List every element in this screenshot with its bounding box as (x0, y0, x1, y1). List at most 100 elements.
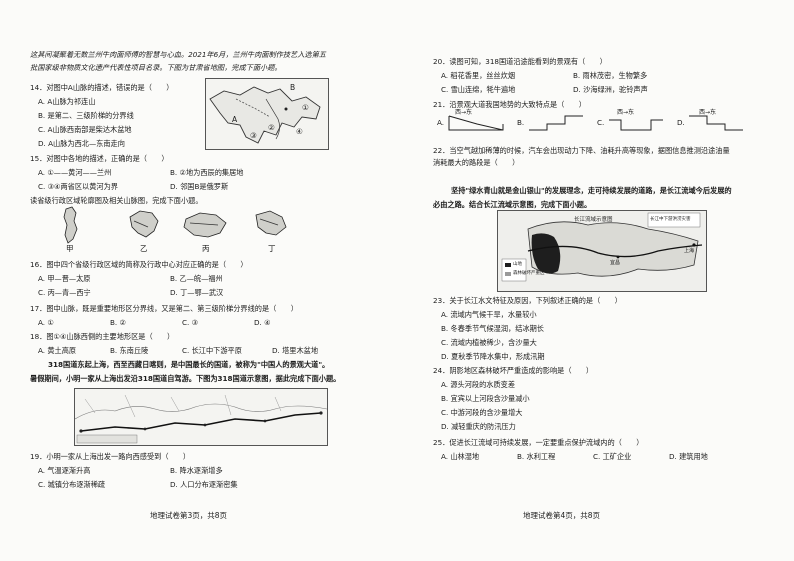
q15-option-c[interactable]: C. ③④两省区以黄河为界 (38, 182, 118, 191)
q21-option-b[interactable]: B. (517, 118, 525, 127)
q19-option-a[interactable]: A. 气温逐渐升高 (38, 466, 91, 475)
q25-option-b[interactable]: B. 水利工程 (517, 452, 556, 461)
page-3: 这其间凝聚着无数兰州牛肉面师傅的智慧与心血。2021年6月，兰州牛肉面制作技艺入… (30, 50, 341, 520)
q21-stem: 21．沿景观大道我国地势的大致特点是（ ） (433, 100, 586, 109)
q24-option-d[interactable]: D. 减轻重庆的防汛压力 (441, 422, 516, 431)
q20-option-a[interactable]: A. 稻花香里，丝丝炊烟 (441, 71, 516, 80)
q25-option-a[interactable]: A. 山林湿地 (441, 452, 480, 461)
province-shapes: 甲 乙 丙 丁 (60, 205, 300, 255)
q18-option-d[interactable]: D. 塔里木盆地 (272, 346, 319, 355)
q25-option-d[interactable]: D. 建筑用地 (669, 452, 708, 461)
q21-profile-a (448, 115, 504, 131)
q20-stem: 20．读图可知，318国道沿途能看到的景观有（ ） (433, 57, 607, 66)
q22-stem-2: 消耗最大的路段是（ ） (433, 158, 520, 167)
q18-stem: 18．图①④山脉西側的主要地形区是（ ） (30, 332, 175, 341)
shape-label-bing: 丙 (202, 244, 210, 253)
route318-intro-1: 318国道东起上海，西至西藏日喀则，是中国最长的国道，被称为"中国人的景观大道"… (48, 360, 330, 369)
basin-city-yichang: 宜昌 (610, 260, 621, 266)
q24-option-c[interactable]: C. 中游河段的含沙量增大 (441, 408, 523, 417)
q20-option-c[interactable]: C. 雪山连绵，牦牛遍地 (441, 85, 516, 94)
q17-stem: 17．图中山脉，既是重要地形区分界线，又是第二、第三级阶梯分界线的是（ ） (30, 304, 298, 313)
q21-arrow-d: 西→东 (699, 109, 717, 116)
q16-stem: 16．图中四个省级行政区域的简称及行政中心对应正确的是（ ） (30, 260, 248, 269)
q21-profile-b (529, 115, 583, 131)
q14-option-b[interactable]: B. 是第二、三级阶梯的分界线 (38, 111, 134, 120)
page-3-footer: 地理试卷第3页，共8页 (150, 511, 228, 520)
intro-line-1: 这其间凝聚着无数兰州牛肉面师傅的智慧与心血。2021年6月，兰州牛肉面制作技艺入… (30, 50, 326, 59)
q18-option-b[interactable]: B. 东南丘陵 (110, 346, 149, 355)
q19-option-d[interactable]: D. 人口分布逐渐密集 (170, 480, 238, 489)
q16-option-c[interactable]: C. 丙—青—西宁 (38, 288, 91, 297)
intro-line-2: 批国家级非物质文化遗产代表性项目名录。下图为甘肃省地图，完成下面小题。 (30, 63, 282, 72)
q24-option-b[interactable]: B. 宜宾以上河段含沙量减小 (441, 394, 530, 403)
q21-profile-c (609, 119, 663, 131)
q21-option-c[interactable]: C. (597, 118, 605, 127)
q15-option-b[interactable]: B. ②地为西辰的集居地 (170, 168, 244, 177)
map-label-4: ④ (296, 127, 303, 136)
q15-stem: 15．对图中各地的描述，正确的是（ ） (30, 154, 169, 163)
q25-option-c[interactable]: C. 工矿企业 (593, 452, 632, 461)
route318-intro-2: 暑假期间，小明一家从上海出发沿318国道自驾游。下图为318国道示意图，据此完成… (30, 374, 341, 383)
q15-option-d[interactable]: D. 邻国B是俄罗斯 (170, 182, 229, 191)
gansu-map-outline (209, 86, 321, 144)
q17-option-b[interactable]: B. ② (110, 318, 126, 327)
q16-option-b[interactable]: B. 乙—皖—福州 (170, 274, 223, 283)
q19-stem: 19．小明一家从上海出发一路向西感受到（ ） (30, 452, 191, 461)
yangtze-intro-2: 必由之路。结合长江流域示意图，完成下面小题。 (433, 200, 592, 209)
basin-map-title: 长江流域示意图 (574, 217, 613, 223)
q20-option-d[interactable]: D. 沙海绿洲，驼铃声声 (573, 85, 648, 94)
yangtze-basin-figure (501, 212, 703, 282)
q14-stem: 14．对图中A山脉的描述，错误的是（ ） (30, 83, 174, 92)
q24-stem: 24．阴影地区森林破坏严重造成的影响是（ ） (433, 366, 594, 375)
q21-profile-d (689, 115, 743, 131)
q21-arrow-a: 西→东 (455, 109, 473, 116)
q16-option-a[interactable]: A. 甲—晋—太原 (38, 274, 91, 283)
q16-option-d[interactable]: D. 丁—鄂—武汉 (170, 288, 224, 297)
q22-stem-1: 22．当空气越加稀薄的时候，汽车会出现动力下降、油耗升高等现象，据图信息推测沿途… (433, 146, 730, 155)
q23-option-a[interactable]: A. 流域内气候干旱，水量较小 (441, 310, 537, 319)
page-4: 20．读图可知，318国道沿途能看到的景观有（ ） A. 稻花香里，丝丝炊烟 B… (397, 0, 794, 561)
q17-option-c[interactable]: C. ③ (182, 318, 199, 327)
q17-option-d[interactable]: D. ④ (254, 318, 271, 327)
map-label-a: A (232, 115, 238, 124)
map-label-3: ③ (250, 131, 257, 140)
basin-legend-deforest: 森林破坏严重区 (513, 271, 545, 276)
map-label-1: ① (302, 103, 309, 112)
q19-option-c[interactable]: C. 城镇分布逐渐稀疏 (38, 480, 106, 489)
yangtze-basin-map: 长江流域示意图 山地 森林破坏严重区 长江中下游洪涝灾害 上海 宜昌 (497, 210, 707, 292)
q23-option-b[interactable]: B. 冬春季节气候湿润，结冰期长 (441, 324, 544, 333)
q21-option-d[interactable]: D. (677, 118, 685, 127)
q18-option-a[interactable]: A. 黄土高原 (38, 346, 77, 355)
q14-option-d[interactable]: D. A山脉为西北—东南走向 (38, 139, 125, 148)
q18-option-c[interactable]: C. 长江中下游平原 (182, 346, 242, 355)
q21-option-a[interactable]: A. (437, 118, 445, 127)
yangtze-intro-1: 坚持"绿水青山就是金山银山"的发展理念，走可持续发展的道路，是长江流域今后发展的 (451, 186, 732, 195)
q23-option-c[interactable]: C. 流域内植被稀少，含沙量大 (441, 338, 537, 347)
q21-arrow-c: 西→东 (617, 109, 635, 116)
q24-option-a[interactable]: A. 源头河段的水质变差 (441, 380, 516, 389)
route-318-map (74, 388, 328, 446)
page-4-footer: 地理试卷第4页，共8页 (523, 511, 601, 520)
q21-options: A. 西→东 B. C. 西→东 D. 西→东 (437, 109, 757, 136)
q23-stem: 23．关于长江水文特征及原因，下列叙述正确的是（ ） (433, 296, 622, 305)
q14-option-a[interactable]: A. A山脉为祁连山 (38, 97, 96, 106)
q20-option-b[interactable]: B. 雨林茂密，生物繁多 (573, 71, 648, 80)
province-shapes-figure (63, 206, 287, 244)
route-318-map-figure (74, 394, 328, 444)
shape-label-jia: 甲 (66, 244, 74, 253)
shapes-intro: 读省级行政区域轮廓图及相关山脉图，完成下面小题。 (30, 196, 203, 205)
shape-label-ding: 丁 (268, 244, 276, 253)
basin-flood-box: 长江中下游洪涝灾害 (650, 217, 691, 222)
q14-option-c[interactable]: C. A山脉西南部是柴达木盆地 (38, 125, 132, 134)
gansu-map: A B ① ② ③ ④ (205, 78, 329, 150)
q19-option-b[interactable]: B. 降水逐渐增多 (170, 466, 223, 475)
basin-legend-mountain: 山地 (513, 262, 522, 267)
q25-stem: 25．促进长江流域可持续发展，一定要重点保护流域内的（ ） (433, 438, 644, 447)
map-label-2: ② (268, 123, 275, 132)
basin-city-shanghai: 上海 (684, 248, 695, 254)
map-label-b: B (290, 83, 296, 92)
q23-option-d[interactable]: D. 夏秋季节降水集中，形成汛期 (441, 352, 545, 361)
q17-option-a[interactable]: A. ① (38, 318, 54, 327)
shape-label-yi: 乙 (140, 244, 148, 253)
q15-option-a[interactable]: A. ①——黄河——兰州 (38, 168, 112, 177)
